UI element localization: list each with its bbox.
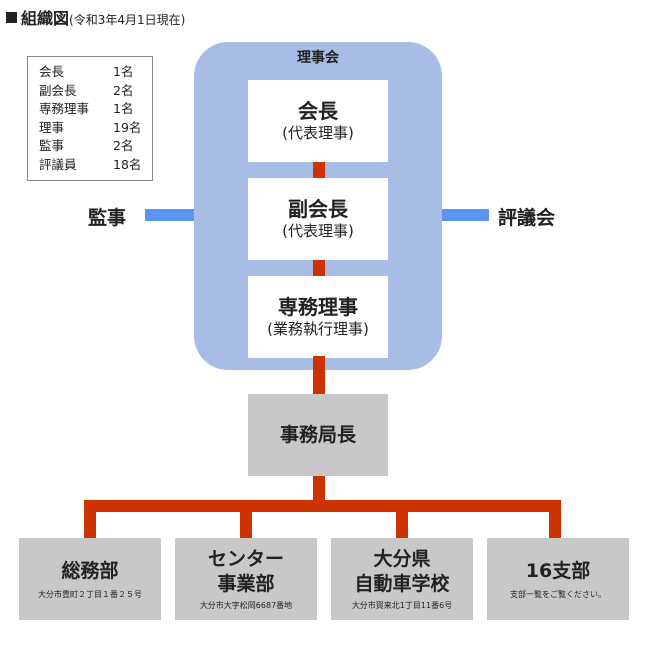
executive-director-box: 専務理事 (業務執行理事) <box>248 276 388 358</box>
vice-executive-connector <box>313 258 325 278</box>
page-title-text: 組織図 <box>21 9 70 28</box>
department-branch-connector <box>84 500 561 512</box>
count-row: 評議員 18名 <box>39 156 152 175</box>
secretary-general-title: 事務局長 <box>279 423 356 446</box>
vice-chair-title: 副会長 <box>288 197 348 221</box>
count-role: 会長 <box>39 64 65 79</box>
chair-vice-connector <box>313 160 325 180</box>
chair-box: 会長 (代表理事) <box>248 80 388 162</box>
count-role: 理事 <box>39 119 65 135</box>
count-value: 2名 <box>113 82 134 98</box>
chair-subtitle: (代表理事) <box>282 124 354 142</box>
department-address: 支部一覧をご覧ください。 <box>510 589 606 599</box>
department-box-driving-school: 大分県 自動車学校 大分市賀来北1丁目11番6号 <box>331 538 473 620</box>
count-row: 会長 1名 <box>39 63 152 82</box>
department-name: 大分県 <box>373 548 431 570</box>
count-row: 専務理事 1名 <box>39 100 152 119</box>
member-count-box: 会長 1名 副会長 2名 専務理事 1名 理事 19名 監事 2名 評議員 18名 <box>27 56 153 181</box>
board-title: 理事会 <box>297 50 339 66</box>
count-role: 副会長 <box>39 82 77 98</box>
count-value: 19名 <box>113 119 142 135</box>
council-label: 評議会 <box>498 207 556 229</box>
square-bullet-icon <box>6 12 17 23</box>
count-value: 1名 <box>113 101 134 117</box>
department-name: 総務部 <box>61 559 119 582</box>
auditor-connector <box>145 209 195 221</box>
count-row: 理事 19名 <box>39 119 152 138</box>
vice-chair-box: 副会長 (代表理事) <box>248 178 388 260</box>
count-row: 副会長 2名 <box>39 82 152 101</box>
count-value: 2名 <box>113 138 134 154</box>
department-name: センター <box>207 548 284 570</box>
department-box-center: センター 事業部 大分市大字松岡6687番地 <box>175 538 317 620</box>
department-address: 大分市豊町２丁目１番２５号 <box>38 589 142 599</box>
department-drop-connector <box>396 500 408 540</box>
count-role: 評議員 <box>39 156 77 172</box>
vice-chair-subtitle: (代表理事) <box>282 222 354 240</box>
department-box-branches: 16支部 支部一覧をご覧ください。 <box>487 538 629 620</box>
department-box-general-affairs: 総務部 大分市豊町２丁目１番２５号 <box>19 538 161 620</box>
department-drop-connector <box>84 500 96 540</box>
department-name-line2: 自動車学校 <box>354 573 450 595</box>
count-value: 18名 <box>113 156 142 172</box>
count-role: 専務理事 <box>39 101 90 117</box>
department-name: 16支部 <box>525 559 591 582</box>
department-address: 大分市賀来北1丁目11番6号 <box>351 601 453 610</box>
page-title: 組織図(令和3年4月1日現在) <box>6 5 185 29</box>
secretary-general-box: 事務局長 <box>248 394 388 476</box>
auditor-label: 監事 <box>88 207 127 229</box>
board-secretary-connector <box>313 356 325 396</box>
count-value: 1名 <box>113 64 134 79</box>
page-subtitle: (令和3年4月1日現在) <box>69 13 186 27</box>
executive-title: 専務理事 <box>278 295 358 319</box>
count-role: 監事 <box>39 138 65 154</box>
department-drop-connector <box>549 500 561 540</box>
department-address: 大分市大字松岡6687番地 <box>199 601 293 610</box>
chair-title: 会長 <box>298 99 338 123</box>
department-name-line2: 事業部 <box>217 573 275 595</box>
council-connector <box>441 209 489 221</box>
secretary-trunk-connector <box>313 476 325 506</box>
count-row: 監事 2名 <box>39 137 152 156</box>
department-drop-connector <box>240 500 252 540</box>
executive-subtitle: (業務執行理事) <box>267 320 369 338</box>
